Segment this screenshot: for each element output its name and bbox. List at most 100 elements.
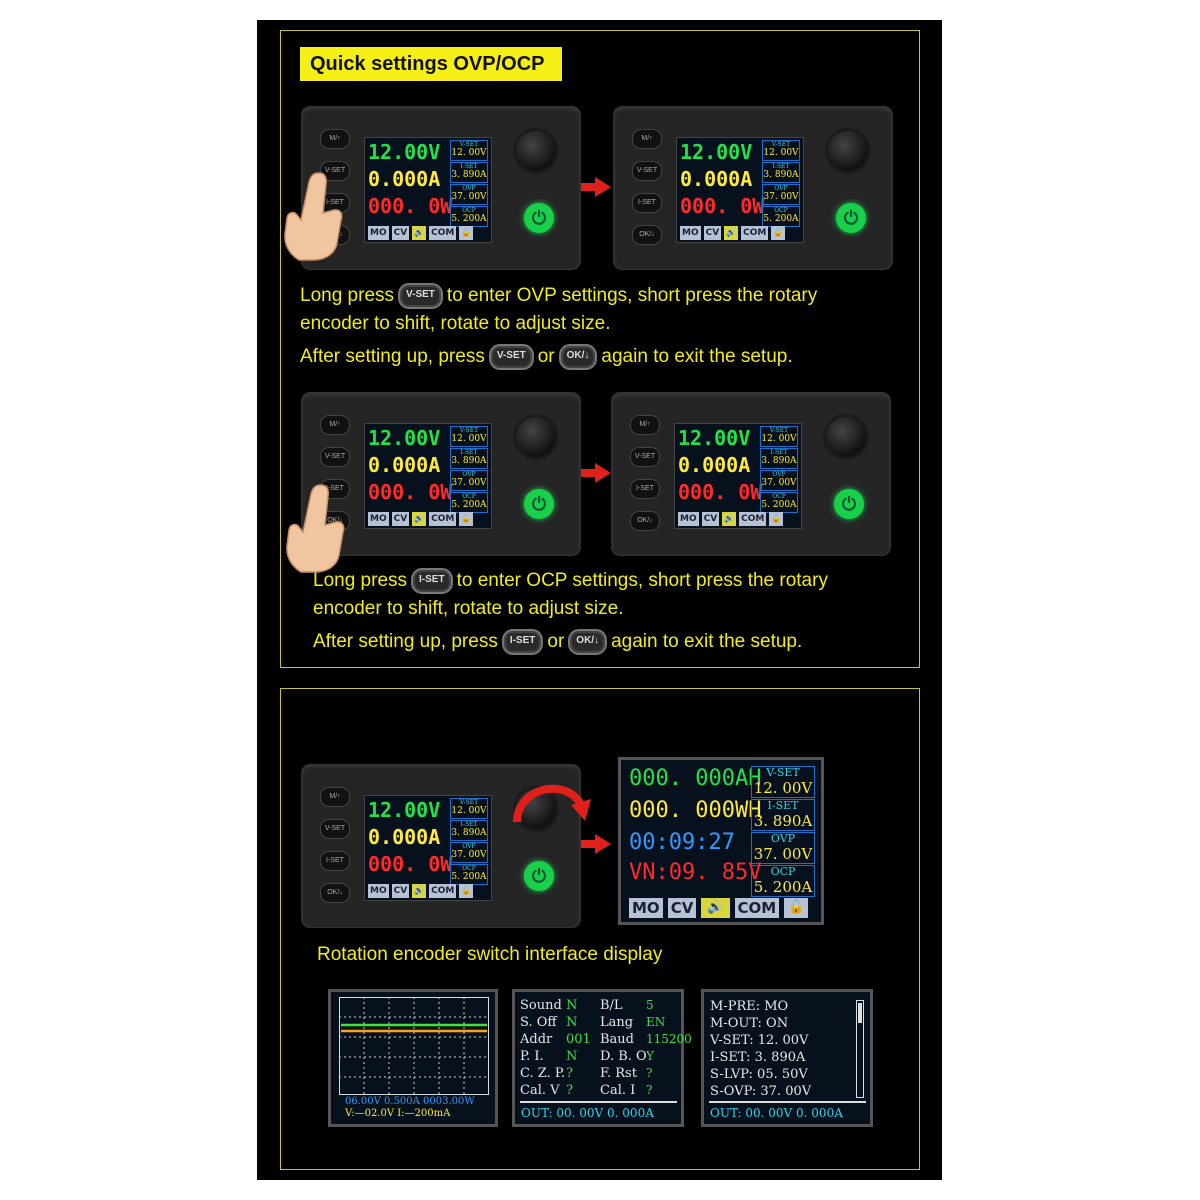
mode-mo-badge: MO	[680, 226, 701, 240]
setting-value: 115200	[646, 1032, 692, 1046]
setting-value: 5	[646, 998, 654, 1012]
scrollbar-thumb[interactable]	[858, 1003, 862, 1023]
encoder-caption: Rotation encoder switch interface displa…	[317, 944, 663, 965]
device-button-3[interactable]: OK/↓	[320, 883, 350, 903]
mode-mo-badge: MO	[368, 226, 389, 240]
sound-icon: 🔊	[701, 898, 730, 918]
rotary-encoder-knob[interactable]	[828, 131, 868, 171]
power-button-icon[interactable]: ⏻	[836, 203, 866, 233]
setting-value: EN	[646, 1015, 666, 1029]
device-status-bar: MO CV 🔊 COM 🔓	[368, 512, 488, 526]
scrollbar[interactable]	[856, 1000, 864, 1098]
device-button-0[interactable]: M/↑	[320, 415, 350, 435]
device-button-0[interactable]: M/↑	[630, 415, 660, 435]
arrow-right-icon	[581, 177, 611, 197]
mode-cv-badge: CV	[667, 898, 697, 918]
ah-readout: 000. 000AH	[629, 766, 762, 791]
vset-button-icon: V-SET	[488, 343, 534, 370]
memory-row: V-SET: 12. 00V	[710, 1033, 809, 1048]
rotary-encoder-knob[interactable]	[516, 417, 556, 457]
current-readout: 0.000A	[368, 453, 441, 477]
rotary-encoder-knob[interactable]	[516, 131, 556, 171]
com-badge: COM	[429, 512, 457, 526]
setting-value: ?	[566, 1083, 573, 1098]
setting-value: ?	[646, 1066, 653, 1080]
power-button-icon[interactable]: ⏻	[524, 489, 554, 519]
device-button-3[interactable]: OK/↓	[632, 225, 662, 245]
graph-readout-1: 06.00V 0.500A 0003.00W	[345, 1096, 475, 1107]
memory-screen: M-PRE: MO M-OUT: ON V-SET: 12. 00V I-SET: 3…	[701, 989, 873, 1127]
voltage-readout: 12.00V	[680, 140, 753, 164]
power-button-icon[interactable]: ⏻	[524, 203, 554, 233]
power-readout: 000. 0W	[368, 194, 453, 218]
setting-value: ?	[646, 1083, 653, 1097]
settings-row: C. Z. P.?F. Rst?	[520, 1065, 677, 1082]
mode-mo-badge: MO	[368, 884, 389, 898]
setting-label: Lang	[600, 1015, 634, 1030]
device-button-1[interactable]: V-SET	[632, 161, 662, 181]
wh-readout: 000. 000WH	[629, 798, 762, 823]
memory-row: M-OUT: ON	[710, 1016, 789, 1031]
finger-press-icon	[284, 172, 343, 261]
setting-label: Sound	[520, 998, 562, 1013]
power-readout: 000. 0W	[368, 852, 453, 876]
device-button-1[interactable]: V-SET	[630, 447, 660, 467]
device-button-1[interactable]: V-SET	[320, 447, 350, 467]
unlock-icon: 🔓	[784, 898, 809, 918]
current-readout: 0.000A	[680, 167, 753, 191]
rotate-arrow-icon	[513, 784, 591, 823]
power-readout: 000. 0W	[680, 194, 765, 218]
voltage-readout: 12.00V	[368, 426, 441, 450]
setting-value: ?	[566, 1066, 573, 1081]
mode-cv-badge: CV	[391, 884, 410, 898]
rotary-encoder-knob[interactable]	[826, 417, 866, 457]
big-status-bar: MO CV 🔊 COM 🔓	[629, 898, 809, 918]
sound-icon: 🔊	[722, 512, 737, 526]
device-button-2[interactable]: I-SET	[632, 193, 662, 213]
sound-icon: 🔊	[724, 226, 739, 240]
memory-row: I-SET: 3. 890A	[710, 1050, 806, 1065]
com-badge: COM	[739, 512, 767, 526]
com-badge: COM	[429, 884, 457, 898]
graph-readout-2: V:—02.0V I:—200mA	[345, 1108, 451, 1119]
device-button-0[interactable]: M/↑	[632, 129, 662, 149]
section-encoder-frame	[280, 688, 920, 1170]
power-button-icon[interactable]: ⏻	[834, 489, 864, 519]
voltage-readout: 12.00V	[368, 798, 441, 822]
device-status-bar: MO CV 🔊 COM 🔓	[680, 226, 800, 240]
ok-button-icon: OK/↓	[568, 628, 608, 655]
setting-value: 001	[566, 1032, 591, 1047]
device-button-0[interactable]: M/↑	[320, 787, 350, 807]
sound-icon: 🔊	[412, 512, 427, 526]
setting-label: B/L	[600, 998, 623, 1013]
device-button-3[interactable]: OK/↓	[630, 511, 660, 531]
device-button-1[interactable]: V-SET	[320, 161, 350, 181]
iset-button-icon: I-SET	[411, 567, 453, 594]
memory-row: M-PRE: MO	[710, 999, 789, 1014]
arrow-right-icon	[581, 463, 611, 483]
device-button-2[interactable]: I-SET	[630, 479, 660, 499]
settings-divider	[520, 1101, 677, 1103]
vset-button-icon: V-SET	[398, 282, 443, 309]
setting-label: Cal. I	[600, 1083, 636, 1098]
device-button-1[interactable]: V-SET	[320, 819, 350, 839]
setting-value: N	[566, 1049, 578, 1064]
ovp-caption-line2: encoder to shift, rotate to adjust size.	[300, 313, 611, 334]
unlock-icon: 🔓	[459, 884, 474, 898]
device-button-2[interactable]: I-SET	[320, 851, 350, 871]
power-button-icon[interactable]: ⏻	[524, 861, 554, 891]
device-status-bar: MO CV 🔊 COM 🔓	[678, 512, 798, 526]
settings-footer: OUT: 00. 00V 0. 000A	[521, 1106, 654, 1120]
device-button-0[interactable]: M/↑	[320, 129, 350, 149]
com-badge: COM	[741, 226, 769, 240]
mode-mo-badge: MO	[678, 512, 699, 526]
